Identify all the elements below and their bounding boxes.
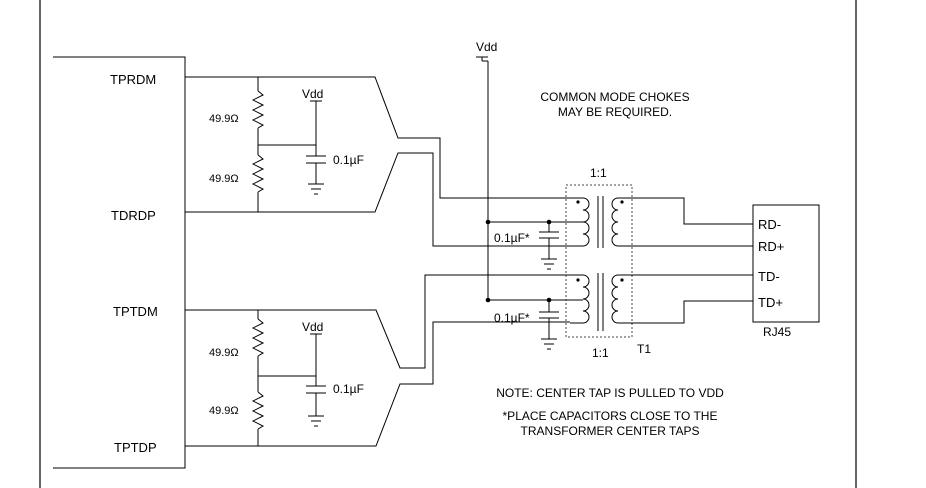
resistor-value-label: 49.9Ω bbox=[209, 173, 239, 185]
transmit-termination-network bbox=[185, 274, 570, 447]
resistor-value-label: 49.9Ω bbox=[209, 113, 239, 125]
rj45-pin-td-minus: TD- bbox=[758, 269, 780, 284]
note-place-line1: *PLACE CAPACITORS CLOSE TO THE bbox=[503, 409, 718, 423]
pin-label-tptdp: TPTDP bbox=[114, 440, 157, 455]
center-tap-vdd-bus bbox=[476, 56, 583, 350]
resistor-r4 bbox=[251, 391, 265, 430]
pin-label-tptdm: TPTDM bbox=[113, 304, 158, 319]
resistor-r3 bbox=[251, 318, 265, 357]
rj45-pin-rd-plus: RD+ bbox=[758, 239, 784, 254]
pin-label-tprdm: TPRDM bbox=[110, 72, 156, 87]
note-place-line2: TRANSFORMER CENTER TAPS bbox=[521, 424, 700, 438]
phy-device-outline bbox=[53, 56, 186, 469]
rj45-connector bbox=[752, 204, 820, 323]
vdd-label: Vdd bbox=[302, 87, 323, 101]
receive-termination-network bbox=[185, 76, 570, 247]
transformer-ref: T1 bbox=[637, 342, 651, 356]
resistor-r1-top bbox=[251, 90, 265, 129]
note-center-tap: NOTE: CENTER TAP IS PULLED TO VDD bbox=[496, 386, 724, 400]
resistor-value-label: 49.9Ω bbox=[209, 405, 239, 417]
page-frame bbox=[39, 0, 857, 488]
rj45-label: RJ45 bbox=[763, 325, 791, 339]
vdd-label: Vdd bbox=[476, 40, 497, 54]
transformer-t1 bbox=[565, 184, 633, 338]
center-tap-cap-label: 0.1µF* bbox=[494, 311, 530, 325]
transformer-ratio-bottom: 1:1 bbox=[592, 346, 609, 360]
vdd-label: Vdd bbox=[302, 320, 323, 334]
pin-label-tdrdp: TDRDP bbox=[111, 208, 156, 223]
rj45-pin-td-plus: TD+ bbox=[758, 295, 783, 310]
transformer-ratio-top: 1:1 bbox=[590, 166, 607, 180]
rj45-wiring bbox=[630, 197, 753, 324]
note-chokes-line2: MAY BE REQUIRED. bbox=[558, 105, 672, 119]
resistor-r2-top bbox=[251, 154, 265, 193]
rj45-pin-rd-minus: RD- bbox=[758, 217, 781, 232]
capacitor-value-label: 0.1µF bbox=[333, 153, 364, 167]
capacitor-value-label: 0.1µF bbox=[333, 382, 364, 396]
center-tap-cap-label: 0.1µF* bbox=[494, 231, 530, 245]
resistor-value-label: 49.9Ω bbox=[209, 347, 239, 359]
note-chokes-line1: COMMON MODE CHOKES bbox=[540, 90, 689, 104]
